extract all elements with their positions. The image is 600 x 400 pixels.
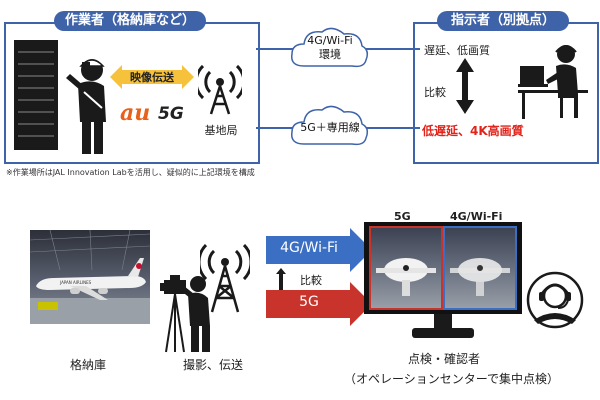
inspector-note: （オペレーションセンターで集中点検）	[344, 370, 559, 387]
plane-livery: JAPAN AIRLINES	[59, 280, 92, 285]
monitor-icon	[364, 222, 522, 344]
five-g-arrow-label: 5G	[268, 294, 350, 310]
cloud-wifi-label: 4G/Wi-Fi 環境	[292, 34, 368, 62]
compare-arrow-icon	[456, 58, 474, 114]
footnote: ※作業場所はJAL Innovation Labを活用し、疑似的に上記環境を構成	[6, 167, 255, 178]
worker-icon	[62, 56, 110, 156]
hangar-photo: JAPAN AIRLINES	[30, 230, 150, 324]
antenna-icon-bottom	[200, 244, 250, 314]
hangar-rack-icon	[14, 40, 58, 150]
inspector-icon	[522, 270, 588, 336]
inspector-caption: 点検・確認者	[408, 350, 480, 367]
wifi-arrow-label: 4G/Wi-Fi	[268, 240, 350, 256]
result-5g: 低遅延、4K高画質	[422, 122, 524, 139]
director-icon	[518, 40, 590, 120]
au-logo: au	[120, 100, 150, 126]
hangar-caption: 格納庫	[70, 356, 106, 373]
video-transfer-label: 映像伝送	[122, 69, 182, 85]
antenna-icon	[198, 64, 242, 116]
filming-caption: 撮影、伝送	[183, 356, 243, 373]
base-station-label: 基地局	[196, 122, 246, 138]
result-wifi: 遅延、低画質	[424, 42, 490, 58]
cloud-5g-label: 5G＋専用線	[292, 121, 368, 135]
compare-label-top: 比較	[424, 84, 446, 100]
five-g-logo: 5G	[158, 104, 184, 124]
